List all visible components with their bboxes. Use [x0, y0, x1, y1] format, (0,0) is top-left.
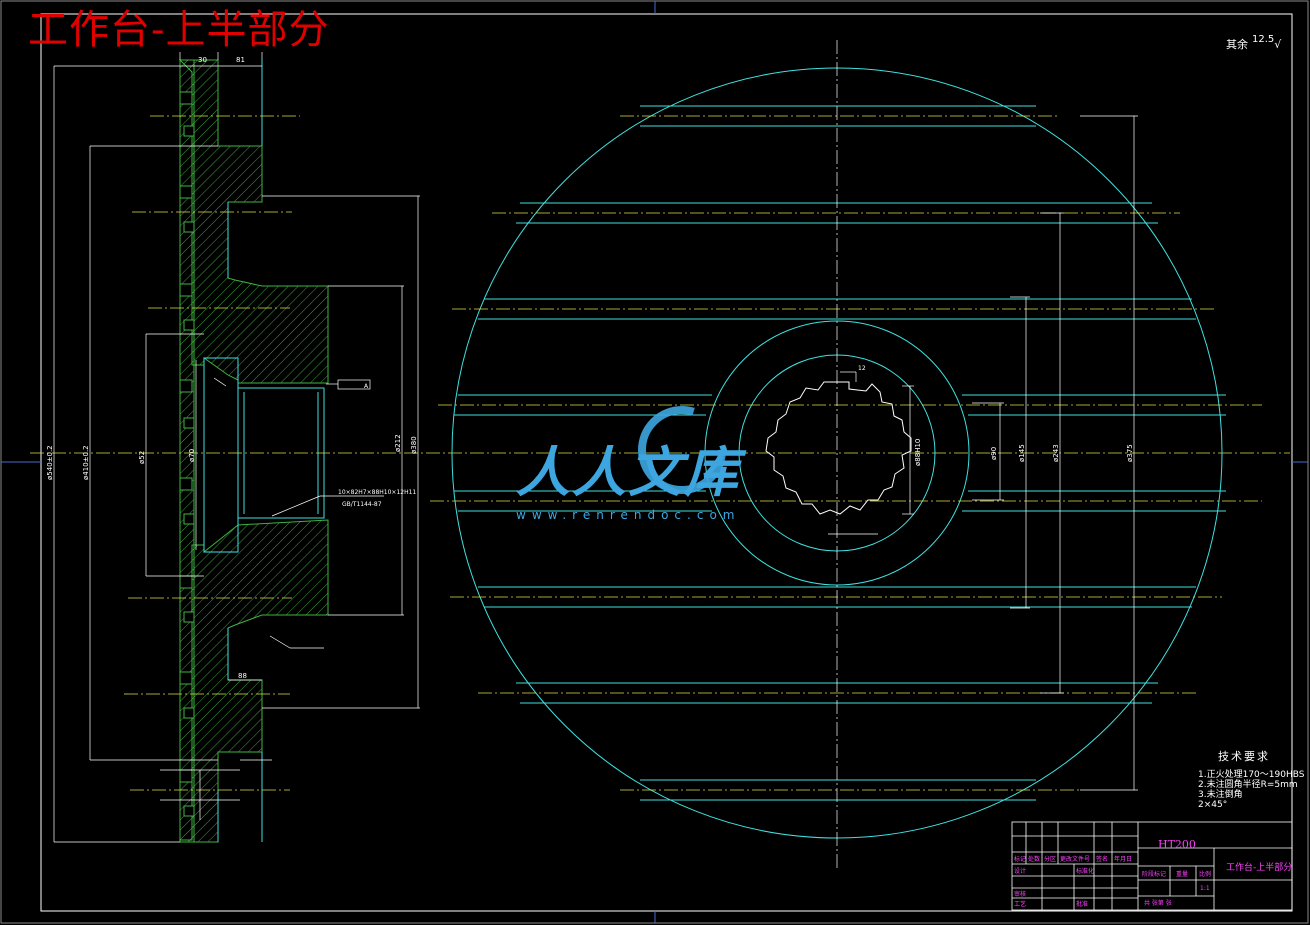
tech-item: 3.未注倒角: [1198, 790, 1243, 800]
drawing-name-label: 工作台-上半部分: [1226, 863, 1293, 873]
tb-review: 审核: [1014, 890, 1026, 898]
watermark-url: www.renrendoc.com: [516, 508, 741, 522]
plan-view: [430, 40, 1262, 870]
dim-top-w1: 30: [198, 56, 207, 64]
roughness-symbol-icon: √: [1274, 38, 1282, 51]
datum-label: A: [364, 383, 369, 390]
tech-item: 1.正火处理170～190HBS: [1198, 770, 1305, 780]
dim-key-w: 12: [858, 365, 866, 372]
spline-note-2: GB/T1144-87: [342, 501, 382, 508]
dim-bore: ø70: [188, 449, 196, 462]
title-block: [1011, 821, 1293, 911]
section-body-lower: [179, 519, 329, 843]
section-view: [30, 52, 1290, 843]
spline-profile: [765, 381, 912, 515]
tb-row-label-5: 年月日: [1114, 855, 1132, 863]
roughness-value: 12.5: [1252, 34, 1275, 45]
tb-row-label-0: 标记: [1014, 855, 1026, 863]
tb-row-label-1: 处数: [1028, 855, 1040, 863]
dim-view-d1: ø90: [990, 447, 998, 460]
dim-inner-left: ø52: [138, 451, 146, 464]
tech-heading: 技术要求: [1218, 750, 1270, 763]
tb-row-label-2: 分区: [1044, 855, 1056, 863]
tech-item: 2.未注圆角半径R=5mm: [1198, 780, 1298, 790]
material-label: HT200: [1158, 838, 1196, 851]
dim-mid-left: ø410±0.2: [82, 445, 90, 480]
dim-hub: ø212: [394, 434, 402, 452]
section-body-upper: [178, 59, 329, 384]
tb-scale: 比例: [1199, 870, 1211, 878]
spline-note-1: 10×82H7×88H10×12H11: [338, 489, 416, 496]
watermark-text: 人人文库: [516, 440, 740, 504]
dim-flange: ø380: [410, 436, 418, 454]
dim-outer-left: ø540±0.2: [46, 445, 54, 480]
drawing-title: 工作台-上半部分: [28, 7, 330, 53]
dim-top-w2: 81: [236, 56, 245, 64]
tb-row-label-3: 更改文件号: [1060, 855, 1090, 863]
dim-view-d3: ø243: [1052, 444, 1060, 462]
dim-view-d2: ø145: [1018, 444, 1026, 462]
watermark-logo-icon: [638, 406, 726, 494]
tb-row-label-4: 签名: [1096, 855, 1108, 863]
roughness-note: 其余 12.5√: [1226, 34, 1282, 52]
dim-spline-d: ø88H10: [914, 439, 922, 466]
roughness-label: 其余: [1226, 38, 1248, 51]
tech-item: 2×45°: [1198, 800, 1228, 810]
tb-scale-value: 1:1: [1200, 885, 1210, 892]
tb-design: 设计: [1014, 867, 1026, 875]
dim-bottom-w: 88: [238, 672, 247, 680]
dim-view-d4: ø375: [1126, 444, 1134, 462]
tb-weight: 重量: [1176, 870, 1188, 878]
tb-sheets: 共 张第 张: [1144, 899, 1172, 907]
tb-process: 工艺: [1014, 900, 1026, 908]
tech-requirements: 技术要求 1.正火处理170～190HBS 2.未注圆角半径R=5mm 3.未注…: [1198, 750, 1305, 810]
tb-approve: 批准: [1076, 900, 1088, 908]
tb-standard: 标准化: [1076, 867, 1094, 875]
tb-stage: 阶段标记: [1142, 870, 1166, 878]
